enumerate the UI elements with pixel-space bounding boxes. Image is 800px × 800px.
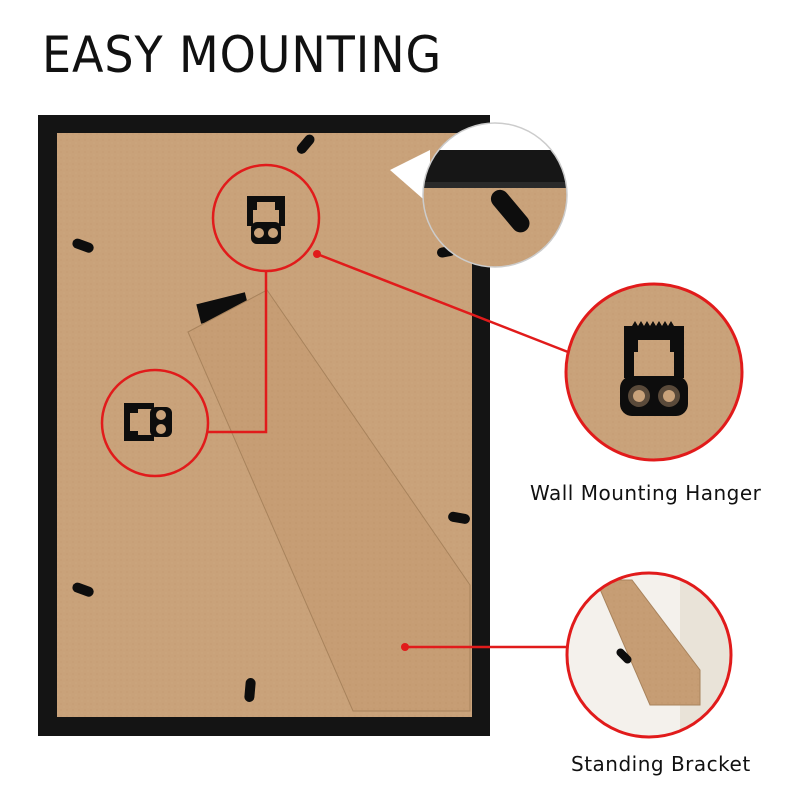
page-title: EASY MOUNTING [42, 26, 443, 84]
callout-dot [313, 250, 321, 258]
side-hanger-highlight [100, 368, 210, 478]
sawtooth-hanger-icon [247, 196, 285, 244]
hanger-zoom [564, 282, 744, 462]
turn-clip-icon [72, 238, 94, 253]
turn-clip-icon [448, 511, 470, 524]
standing-bracket-label: Standing Bracket [571, 752, 751, 776]
callout-dot [401, 643, 409, 651]
wall-mounting-hanger-label: Wall Mounting Hanger [530, 481, 762, 505]
callout-lines [208, 252, 569, 649]
turn-clip-icon [616, 648, 632, 664]
turn-clips [72, 134, 470, 702]
turn-clip-icon [490, 189, 530, 233]
turn-clip-icon [296, 134, 315, 154]
turn-clip-icon [72, 582, 94, 597]
sawtooth-hanger-icon [620, 321, 688, 416]
bracket-zoom [565, 571, 733, 739]
turn-clip-icon [244, 678, 256, 702]
sawtooth-hanger-icon [124, 403, 172, 441]
